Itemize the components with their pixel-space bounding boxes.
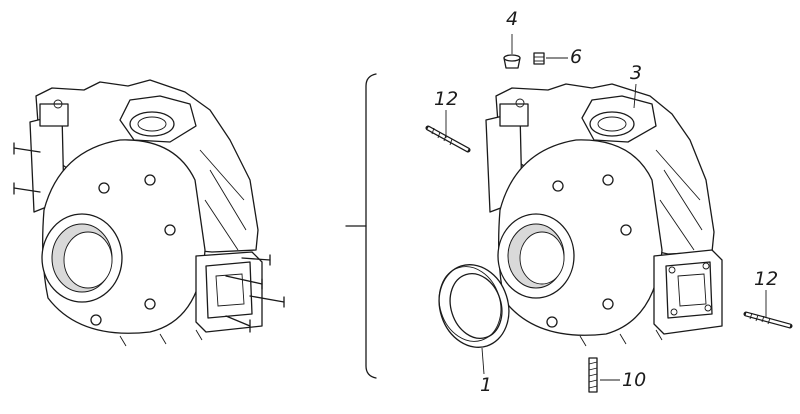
part-12-stud-top [425, 125, 471, 153]
callout-part-3: 3 [630, 62, 643, 84]
assembled-housing [13, 79, 285, 347]
callout-part-4: 4 [506, 8, 519, 30]
group-bracket [345, 73, 377, 379]
exploded-housing-part-3 [485, 83, 723, 347]
callout-part-12-right: 12 [754, 268, 779, 290]
callout-part-12-top: 12 [434, 88, 459, 110]
callout-part-10: 10 [622, 369, 647, 391]
part-12-stud-right [743, 311, 793, 329]
part-10-stud [588, 357, 598, 393]
callout-part-6: 6 [570, 46, 583, 68]
part-6-plug [533, 52, 545, 65]
part-1-seal-ring [438, 264, 510, 348]
leader-lines [445, 34, 767, 381]
callout-part-1: 1 [480, 374, 493, 396]
part-4-cap [503, 54, 521, 69]
